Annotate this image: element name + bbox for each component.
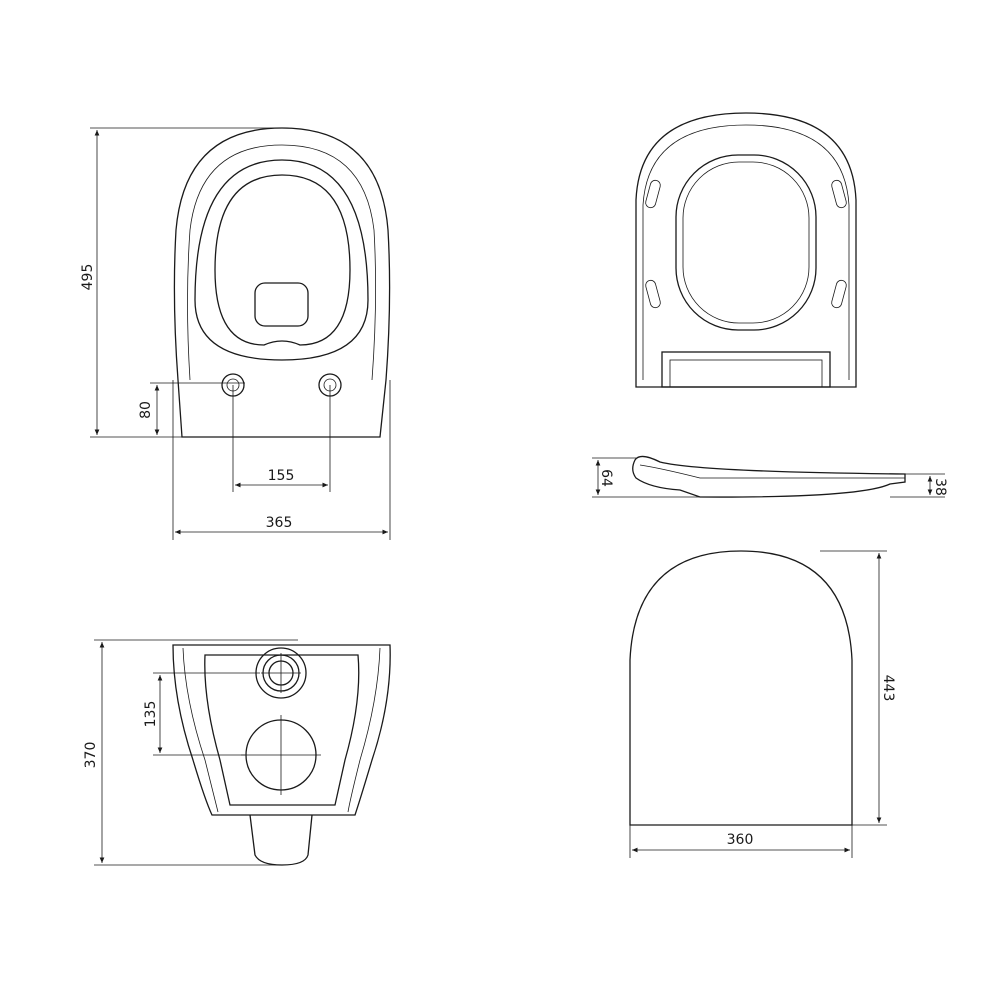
dim-hole-height: 80	[138, 401, 154, 419]
bowl-rear-view: 370 135	[83, 639, 391, 866]
dim-hinge-height: 64	[598, 469, 614, 487]
dim-pipe-offset: 135	[143, 701, 159, 728]
seat-top-view	[635, 112, 857, 388]
bowl-top-view: 495 80 155 365	[80, 127, 391, 540]
dim-lid-length: 443	[880, 675, 896, 702]
lid-top-view: 443 360	[629, 550, 896, 858]
dim-lid-width: 360	[727, 832, 754, 848]
dim-seat-thickness: 38	[932, 478, 948, 496]
dim-width: 365	[266, 515, 293, 531]
dim-depth: 495	[80, 264, 96, 291]
seat-side-view: 64 38	[592, 455, 948, 498]
dim-hole-spacing: 155	[268, 468, 295, 484]
dim-rear-height: 370	[83, 742, 99, 769]
